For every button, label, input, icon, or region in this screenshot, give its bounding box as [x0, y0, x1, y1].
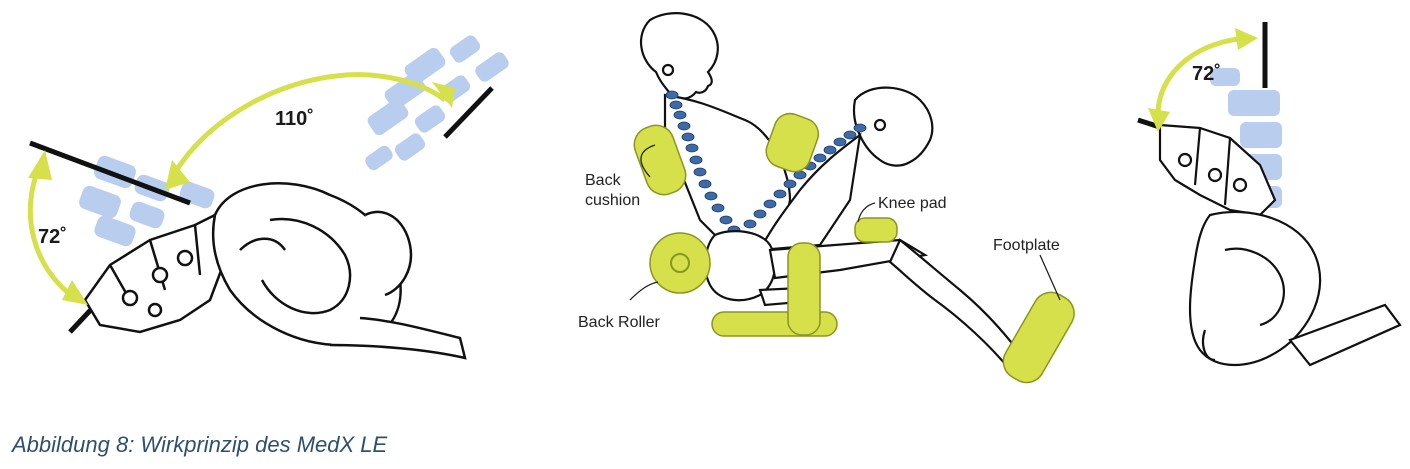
knee-pad [854, 217, 898, 243]
arrowhead-right-bottom [1148, 108, 1170, 132]
arrowhead-110-left [165, 160, 190, 190]
middle-panel: Back cushion Knee pad Footplate Back Rol… [578, 12, 1075, 384]
angle-label-72-right: 72˚ [1192, 62, 1221, 85]
right-pelvis-drawing [1188, 210, 1402, 367]
angle-arrow-72-right [1155, 35, 1251, 113]
footplate-pad [1002, 291, 1075, 384]
pelvis-and-legs [704, 230, 1027, 372]
figure-caption: Abbildung 8: Wirkprinzip des MedX LE [12, 432, 388, 457]
left-panel: 72˚ 110˚ [27, 35, 509, 360]
reference-line-top-left [29, 140, 191, 206]
angle-label-110: 110˚ [275, 107, 314, 130]
spine-chain-upright [665, 90, 741, 235]
angle-label-72-left: 72˚ [38, 225, 67, 248]
angle-arrow-72 [27, 163, 77, 301]
right-panel: 72˚ [1137, 22, 1402, 367]
back-cushion-pad-2 [765, 112, 820, 173]
faded-vertebrae-upright [365, 35, 509, 171]
angle-arrow-110 [169, 72, 447, 180]
callout-lines [629, 144, 1061, 301]
label-back-cushion-line1: Back [585, 172, 622, 189]
back-cushion-pad [633, 124, 687, 196]
flexed-figure [758, 86, 934, 252]
arrowhead-72-bottom [62, 280, 88, 305]
back-roller [649, 232, 711, 294]
arrowhead-72-top [28, 150, 52, 180]
reference-line-upright [443, 86, 494, 139]
label-footplate: Footplate [993, 237, 1060, 254]
lumbar-spine-drawing [83, 213, 227, 334]
label-knee-pad: Knee pad [878, 195, 947, 212]
arrowhead-right-top [1235, 28, 1258, 50]
pelvis-drawing [211, 182, 467, 360]
thigh-pad [787, 242, 821, 336]
label-back-cushion-line2: cushion [585, 192, 640, 209]
back-roller-hub [670, 253, 690, 273]
label-back-roller: Back Roller [578, 314, 660, 331]
equipment-pads [633, 112, 1075, 384]
arrowhead-110-right [432, 82, 455, 108]
